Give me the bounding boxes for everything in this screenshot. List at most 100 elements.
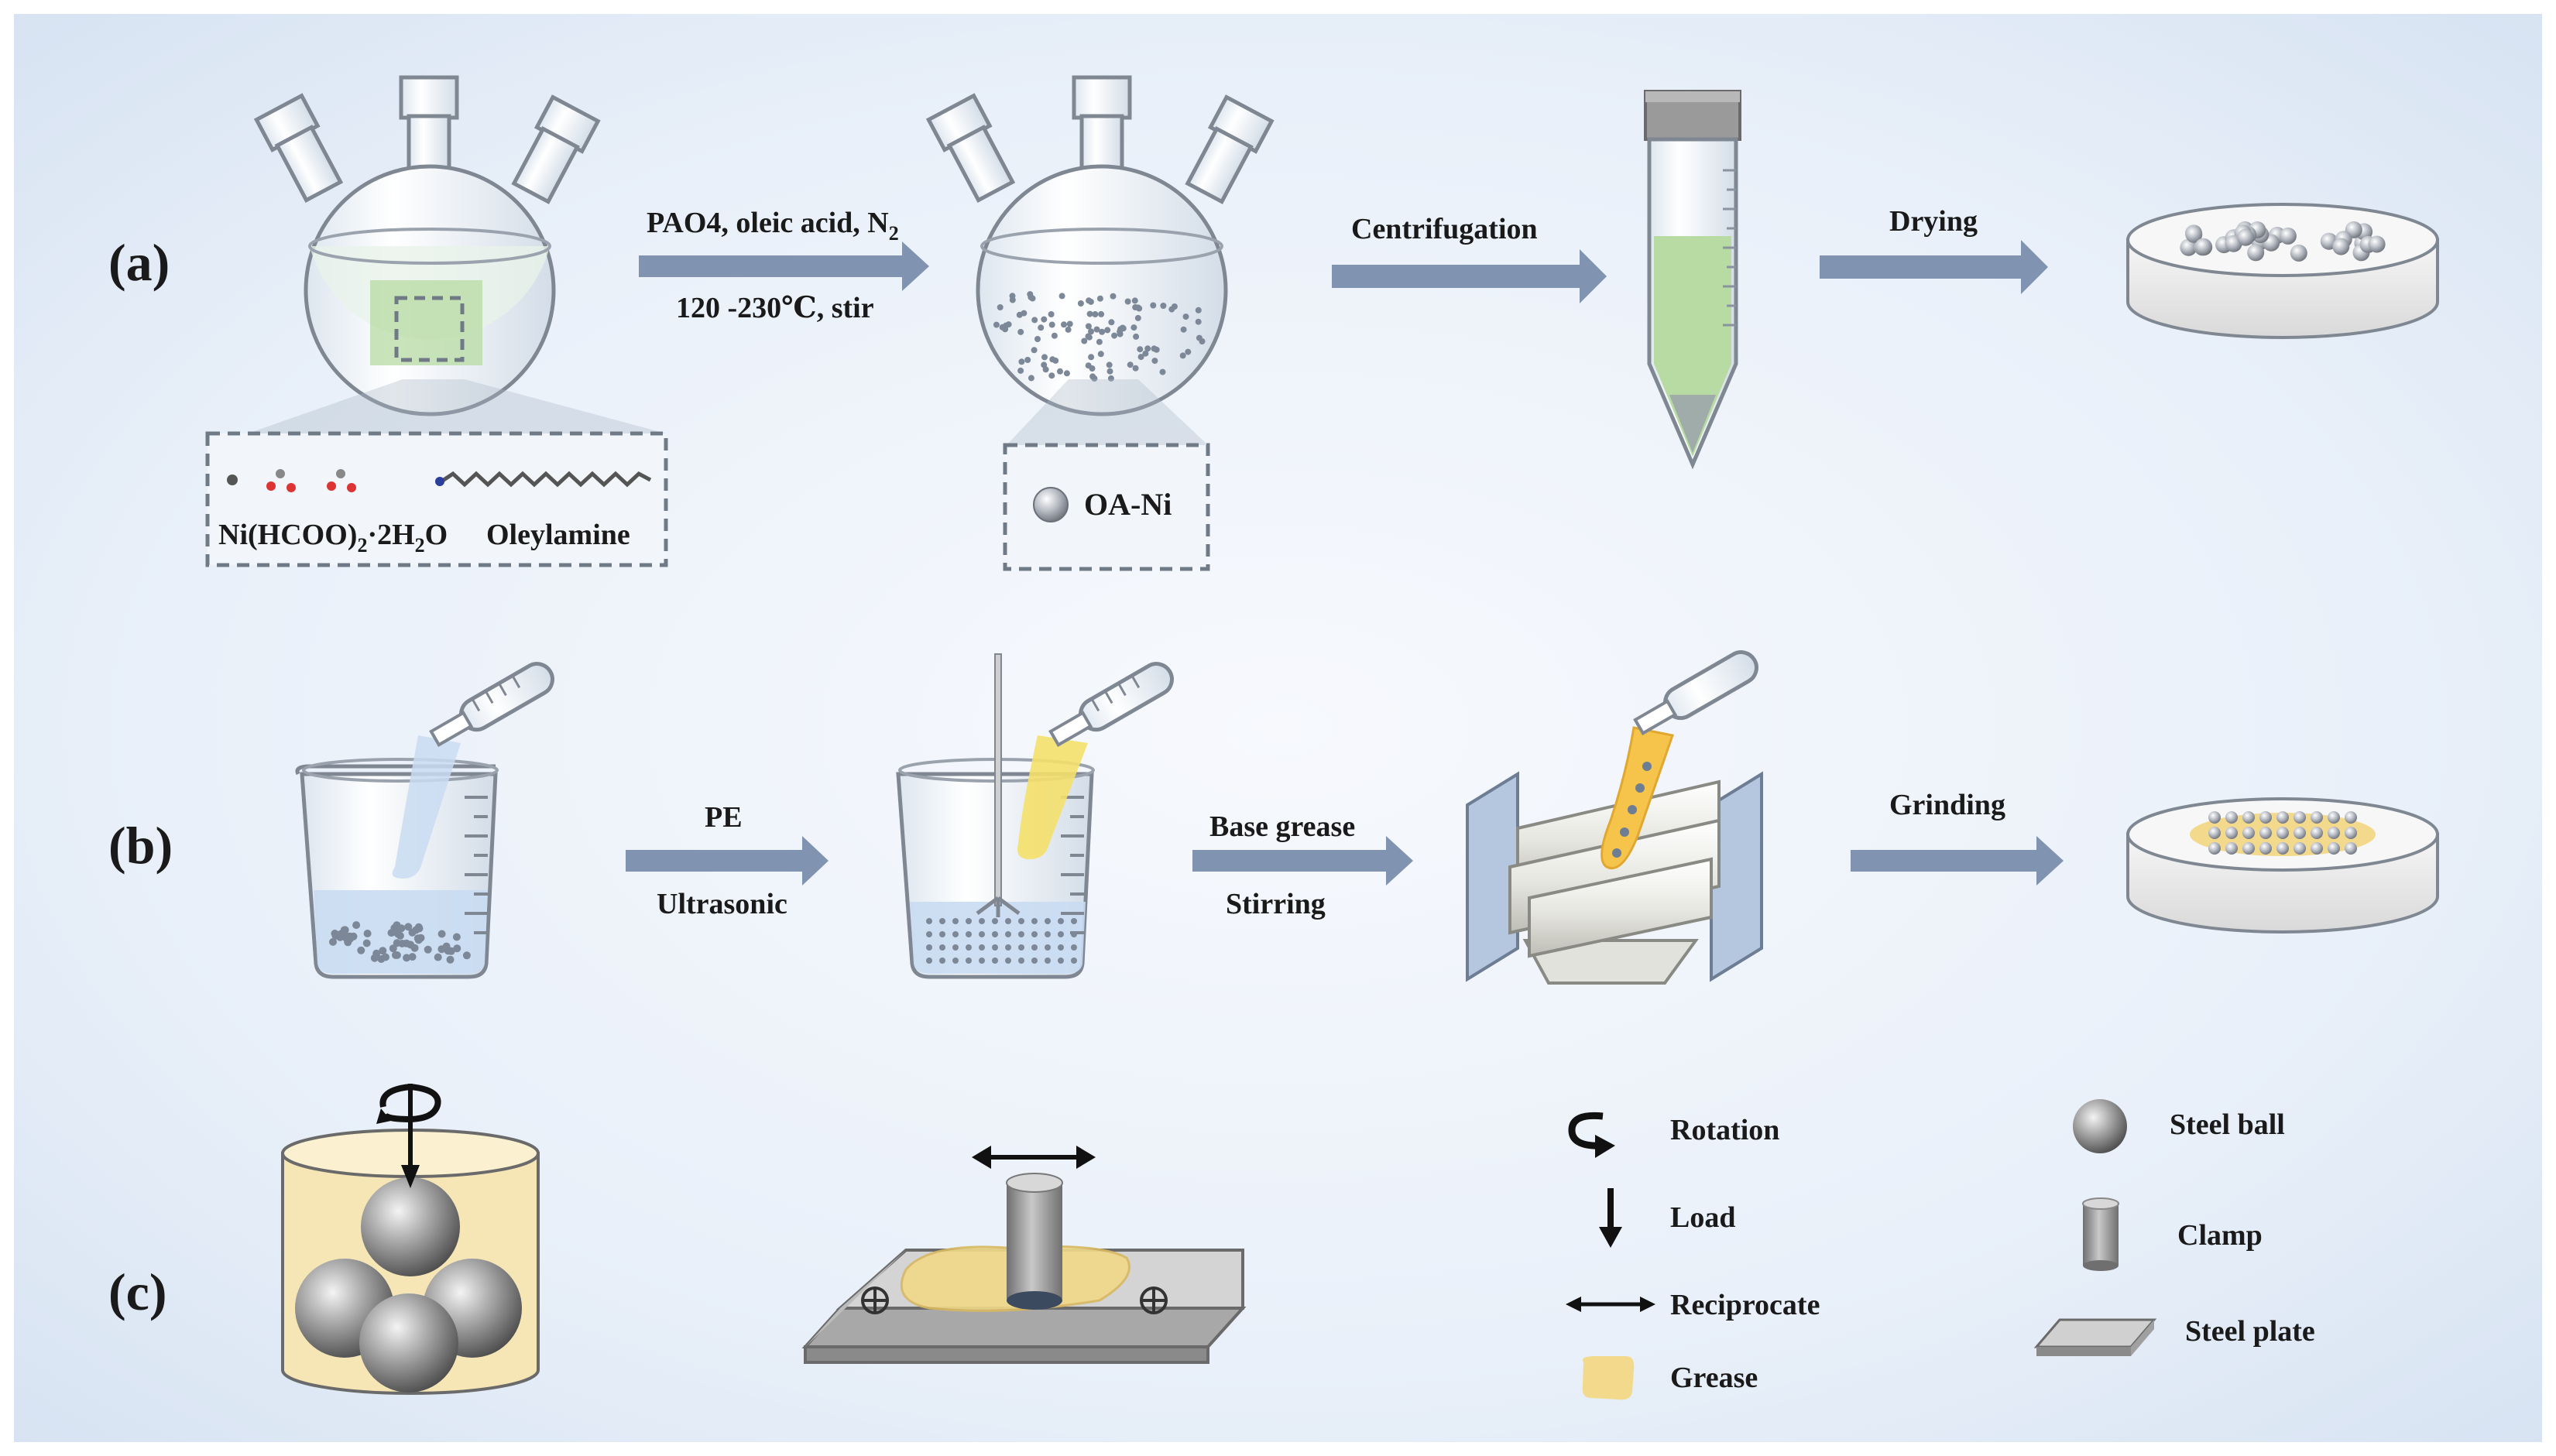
dispersed-particle (1018, 931, 1024, 937)
settled-particle (379, 947, 387, 955)
oa-ni-particle (1137, 354, 1144, 361)
oa-ni-particle (1017, 328, 1024, 335)
dried-particle (2237, 228, 2255, 246)
dispersed-particle (1058, 931, 1064, 937)
oa-ni-particle (1151, 358, 1158, 365)
particle-in-grease (2208, 811, 2221, 824)
oa-ni-particle (1179, 352, 1186, 359)
particle-in-grease (2259, 842, 2272, 855)
panel-c: (c) (108, 1083, 2315, 1400)
oa-ni-particle (1066, 320, 1073, 327)
dispersed-particle (992, 931, 998, 937)
oa-ni-particle (1099, 328, 1106, 335)
oa-ni-particle (1168, 306, 1175, 313)
legend-grease-label: Grease (1670, 1362, 1758, 1394)
oa-ni-particle (1009, 296, 1016, 303)
settled-particle (446, 955, 455, 964)
dried-particle (2290, 244, 2307, 262)
panel-c-tag: (c) (108, 1262, 166, 1321)
settled-particle (462, 951, 471, 960)
dried-particle (2368, 235, 2386, 253)
arrow-b1-top-label: PE (705, 801, 743, 834)
legend-load-label: Load (1670, 1201, 1735, 1234)
oa-ni-particle (1088, 354, 1095, 361)
arrow-b3 (1851, 836, 2064, 886)
oa-ni-particle (1031, 347, 1038, 354)
settled-particle (357, 946, 365, 954)
dispersed-particle (1058, 944, 1064, 951)
dispersed-particle (1058, 918, 1064, 924)
settled-particle (372, 949, 381, 958)
oa-ni-particle (1063, 370, 1070, 377)
oa-ni-particle (1034, 336, 1041, 342)
legend-steel-plate-label: Steel plate (2185, 1315, 2315, 1348)
oa-ni-particle (1130, 324, 1137, 331)
petri-dish-grease (2126, 797, 2439, 934)
four-ball-tester (281, 1083, 540, 1395)
dispersed-particle (939, 944, 945, 951)
oa-ni-particle (1031, 317, 1038, 324)
dispersed-particle (992, 944, 998, 951)
settled-particle (393, 930, 402, 938)
oa-ni-particle (1185, 348, 1192, 355)
settled-particle (403, 954, 411, 962)
particle-in-grease (2328, 811, 2340, 824)
settled-particle (437, 930, 446, 938)
oa-ni-particle (1088, 328, 1094, 335)
dispersed-particle (1031, 944, 1038, 951)
oa-ni-particle (1086, 297, 1093, 304)
steel-ball-icon (2073, 1099, 2127, 1153)
dispersed-particle (1005, 958, 1011, 964)
oa-ni-particle (999, 324, 1006, 331)
clamp-icon (2083, 1204, 2119, 1266)
oa-ni-particle (1180, 326, 1187, 333)
particle-in-grease (2208, 827, 2221, 839)
dispersed-particle (1018, 958, 1024, 964)
settled-particle (389, 944, 397, 953)
oa-ni-particle (1086, 310, 1093, 317)
particle-in-grease (2242, 811, 2255, 824)
arrow-b2-bottom-label: Stirring (1226, 888, 1326, 920)
arrow-b2-top-label: Base grease (1209, 810, 1355, 843)
arrow-a1 (639, 242, 929, 291)
oa-ni-particle (1058, 293, 1065, 300)
oa-ni-particle (1021, 310, 1028, 317)
dispersed-particle (952, 958, 959, 964)
oa-ni-particle (1048, 372, 1055, 379)
dispersed-particle (979, 918, 985, 924)
oa-ni-particle (1098, 310, 1105, 317)
particle-in-grease (2259, 827, 2272, 839)
precursor-label: Ni(HCOO)2·2H2O (218, 519, 448, 557)
oa-ni-particle (1144, 345, 1151, 352)
dispersed-particle (939, 918, 945, 924)
particle-in-grease (2242, 827, 2255, 839)
legend-steel-ball-label: Steel ball (2170, 1108, 2285, 1141)
settled-particle (362, 939, 371, 947)
dispersed-particle (1045, 918, 1051, 924)
particle-in-grease (2345, 842, 2357, 855)
dispersed-particle (1005, 918, 1011, 924)
particle-in-grease (2276, 827, 2289, 839)
three-neck-flask-oa-ni (925, 75, 1275, 416)
molecule-icons (227, 469, 652, 492)
particle-in-grease (2242, 842, 2255, 855)
settled-particle (408, 953, 417, 961)
oa-ni-particle (1150, 302, 1157, 309)
dispersed-particle (1058, 958, 1064, 964)
dried-particle (2332, 238, 2350, 255)
oa-ni-particle (1017, 367, 1024, 374)
dispersed-particle (926, 944, 932, 951)
oa-ni-particle (1061, 321, 1067, 328)
legend-rotation-label: Rotation (1670, 1114, 1779, 1146)
dried-particle (2279, 227, 2297, 245)
dispersed-particle (966, 958, 972, 964)
reciprocating-tester (801, 1146, 1247, 1364)
oa-ni-particle (1038, 324, 1045, 331)
dispersed-particle (1045, 958, 1051, 964)
particle-in-grease (2328, 842, 2340, 855)
oa-ni-particle (1132, 365, 1139, 372)
arrow-a1-top-label: PAO4, oleic acid, N2 (647, 207, 899, 245)
dispersed-particle (1045, 944, 1051, 951)
